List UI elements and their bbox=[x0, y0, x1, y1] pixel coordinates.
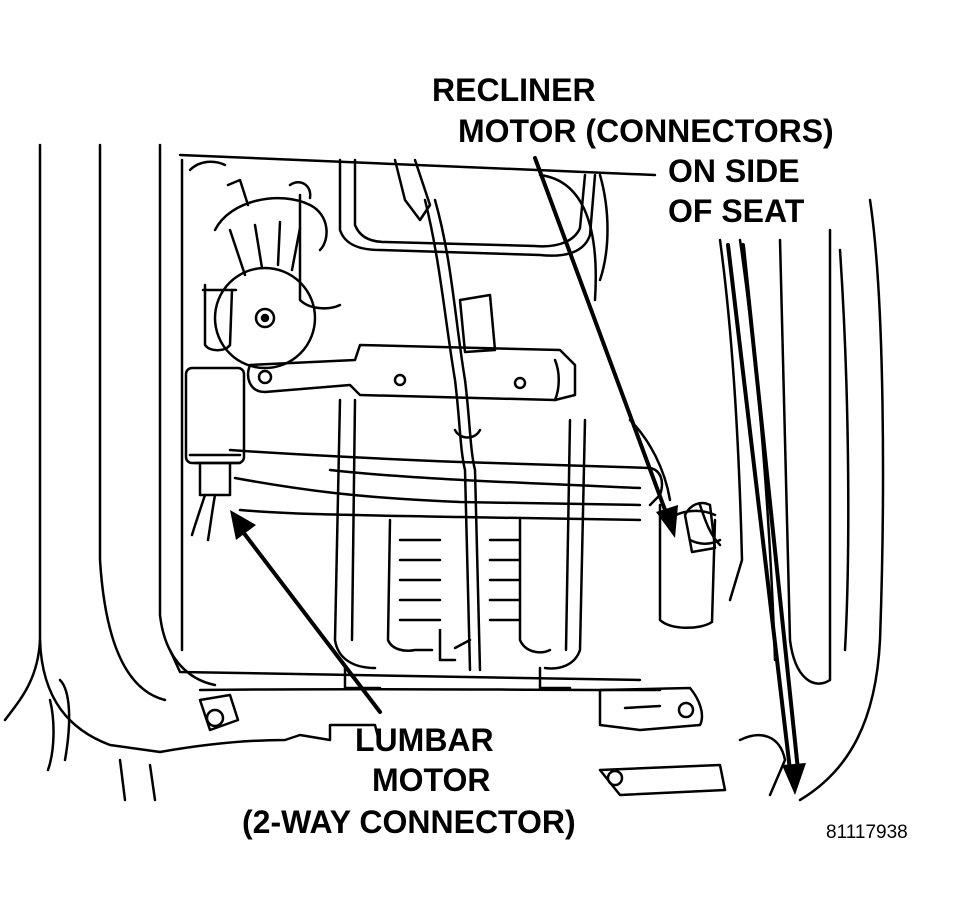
figure-number: 81117938 bbox=[826, 822, 908, 843]
lower-side-brackets bbox=[46, 678, 787, 802]
seat-side-arrow-head bbox=[782, 763, 806, 795]
lumbar-label-line-1: LUMBAR bbox=[355, 722, 494, 758]
recliner-label-line-4: OF SEAT bbox=[668, 193, 805, 229]
recliner-leader-line bbox=[533, 156, 670, 520]
seat-cross-tube bbox=[228, 448, 664, 522]
seat-back-frame bbox=[178, 153, 657, 310]
lumbar-label-line-3: (2-WAY CONNECTOR) bbox=[242, 804, 576, 840]
lumbar-motor-assembly bbox=[184, 178, 328, 542]
lumbar-arrow-head bbox=[230, 510, 256, 540]
recliner-arrow-head bbox=[656, 505, 678, 538]
recliner-label-line-3: ON SIDE bbox=[668, 153, 800, 189]
lumbar-label-line-2: MOTOR bbox=[372, 762, 491, 798]
lumbar-leader-line bbox=[238, 526, 382, 714]
seat-side-leader-line-1 bbox=[726, 243, 792, 772]
right-seat-side-panel bbox=[718, 198, 885, 802]
motor-mounting-bracket bbox=[246, 343, 577, 402]
recliner-label-line-2: MOTOR (CONNECTORS) bbox=[458, 113, 834, 149]
seat-lower-frame bbox=[168, 398, 662, 692]
leader-lines bbox=[238, 156, 800, 772]
arrow-heads bbox=[230, 505, 806, 795]
recliner-label-line-1: RECLINER bbox=[432, 72, 596, 108]
wiring-harness bbox=[423, 198, 497, 672]
left-seat-side-panel bbox=[3, 143, 217, 754]
seat-side-leader-line-2 bbox=[741, 243, 800, 772]
